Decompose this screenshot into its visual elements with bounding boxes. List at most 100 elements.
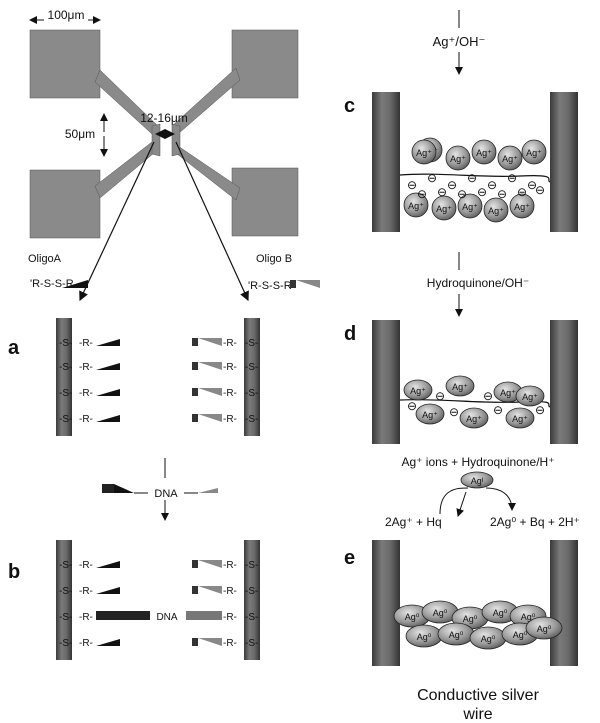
silver-grain-label-1: Ag⁰ — [433, 608, 448, 618]
probe-b-left-s-3: -S- — [59, 638, 72, 649]
step-d-reagent: Hydroquinone/OH⁻ — [427, 276, 529, 290]
dna-label: DNA — [154, 488, 178, 500]
strand-a-right-cap-0 — [192, 338, 198, 346]
probe-a-right-s-2: -S- — [245, 388, 258, 399]
strand-a-right-1 — [198, 362, 222, 370]
scale-label-50: 50μm — [65, 127, 95, 141]
probe-b-left-s-0: -S- — [59, 560, 72, 571]
ag-particle-d-1 — [445, 375, 475, 397]
ag-particle-d-label-5: Ag⁺ — [466, 414, 482, 424]
electrode-b-right — [244, 540, 260, 660]
charge-c-3: ⊖ — [467, 171, 477, 185]
strand-b-left-1 — [96, 587, 120, 594]
oligo-a-strand — [62, 280, 88, 288]
silver-grain-label-3: Ag⁰ — [493, 608, 508, 618]
probe-a-left-s-2: -S- — [59, 388, 72, 399]
contact-pad-bl — [29, 169, 101, 239]
charge-c-6: ⊖ — [527, 178, 537, 192]
probe-a-left-s-1: -S- — [59, 362, 72, 373]
probe-b-right-s-3: -S- — [245, 638, 258, 649]
silver-grain-label-4: Ag⁰ — [521, 612, 536, 622]
charge-d-3: ⊖ — [493, 403, 503, 417]
electrode-d-right — [550, 320, 578, 444]
strand-a-left-2 — [96, 389, 120, 396]
ag-ion-c-8 — [483, 197, 509, 223]
oligo-a-label: OligoA — [28, 253, 62, 265]
strand-a-right-cap-1 — [192, 362, 198, 370]
scale-label-100: 100μm — [48, 8, 85, 22]
silver-grain-label-6: Ag⁰ — [449, 630, 464, 640]
strand-a-right-3 — [198, 414, 222, 422]
panel-b-probes: -S--R--R--S--S--R--R--S--S--R--R--S-DNA-… — [59, 560, 258, 649]
probe-a-right-r-3: -R- — [223, 414, 237, 425]
ag-ion-c-7 — [457, 193, 483, 219]
reaction-arrow-down — [456, 491, 467, 517]
gap-marker — [155, 129, 175, 139]
probe-b-left-r-3: -R- — [79, 638, 93, 649]
ag-ion-c-label-4: Ag⁺ — [526, 148, 542, 158]
ag-intermediate-label: Agᴵ — [471, 476, 484, 486]
step-c-reagent: Ag⁺/OH⁻ — [433, 34, 486, 49]
hybrid-dna-label: DNA — [156, 612, 177, 623]
caption-line-2: wire — [462, 706, 492, 723]
strand-b-right-cap-0 — [192, 560, 198, 568]
electrode-b-left — [56, 540, 72, 660]
electrode-chip — [29, 29, 299, 239]
dna-bridge-c — [399, 173, 551, 183]
strand-b-right-cap-3 — [192, 638, 198, 646]
ag-ion-c-label-7: Ag⁺ — [462, 202, 478, 212]
electrode-c-right — [550, 92, 578, 232]
probe-b-left-r-2: -R- — [79, 612, 93, 623]
probe-b-left-r-0: -R- — [79, 560, 93, 571]
electrode-c-left — [372, 92, 400, 232]
probe-b-right-r-1: -R- — [223, 586, 237, 597]
panel-label-b: b — [8, 561, 20, 583]
reaction-conditions: Ag⁺ ions + Hydroquinone/H⁺ — [401, 455, 554, 469]
charge-c-5: ⊖ — [507, 171, 517, 185]
charge-c-12: ⊖ — [517, 185, 527, 199]
hybrid-right-strand — [186, 611, 222, 620]
ag-particle-d-label-4: Ag⁺ — [422, 410, 438, 420]
electrode-tip-right — [171, 123, 181, 157]
probe-a-right-s-3: -S- — [245, 414, 258, 425]
silver-grain-label-7: Ag⁰ — [481, 634, 496, 644]
electrode-tip-left — [151, 123, 161, 157]
contact-pad-tr — [231, 29, 299, 99]
probe-b-right-s-2: -S- — [245, 612, 258, 623]
probe-b-left-s-2: -S- — [59, 612, 72, 623]
silver-grain-9 — [525, 616, 563, 640]
ag-intermediate: Agᴵ — [460, 471, 494, 489]
charge-d-4: ⊖ — [535, 403, 545, 417]
probe-a-left-s-0: -S- — [59, 338, 72, 349]
scale-bar-100 — [29, 8, 101, 24]
oligo-b-label: Oligo B — [256, 253, 292, 265]
probe-a-left-r-1: -R- — [79, 362, 93, 373]
charge-c-13: ⊖ — [535, 183, 545, 197]
electrode-a-left — [56, 318, 72, 436]
ag-ion-c-5 — [403, 192, 429, 218]
ag-particle-d-0 — [403, 379, 433, 401]
caption-line-1: Conductive silver — [417, 687, 540, 704]
charge-c-11: ⊖ — [497, 187, 507, 201]
strand-b-right-cap-1 — [192, 586, 198, 594]
lead-br — [171, 145, 241, 201]
ag-particle-d-5 — [459, 407, 489, 429]
charge-d-5: ⊖ — [407, 399, 417, 413]
charge-c-0: ⊖ — [407, 178, 417, 192]
panel-label-c: c — [344, 95, 355, 117]
ag-ion-c-label-1: Ag⁺ — [450, 154, 466, 164]
reaction-reactants: 2Ag⁺ + Hq — [385, 515, 442, 529]
ag-ion-c-label-3: Ag⁺ — [502, 154, 518, 164]
ag-ion-c-4 — [521, 139, 547, 165]
ag-ion-c-6 — [431, 195, 457, 221]
oligo-b-sequence: 'R-S-S-R — [248, 280, 292, 292]
probe-a-right-r-1: -R- — [223, 362, 237, 373]
panel-d-particles: Ag⁺Ag⁺Ag⁺Ag⁺Ag⁺Ag⁺Ag⁺⊖⊖⊖⊖⊖⊖ — [403, 375, 545, 429]
silver-grain-label-5: Ag⁰ — [417, 632, 432, 642]
probe-b-right-r-3: -R- — [223, 638, 237, 649]
silver-grain-label-9: Ag⁰ — [537, 624, 552, 634]
ag-particle-d-label-3: Ag⁺ — [522, 392, 538, 402]
charge-c-9: ⊖ — [457, 187, 467, 201]
